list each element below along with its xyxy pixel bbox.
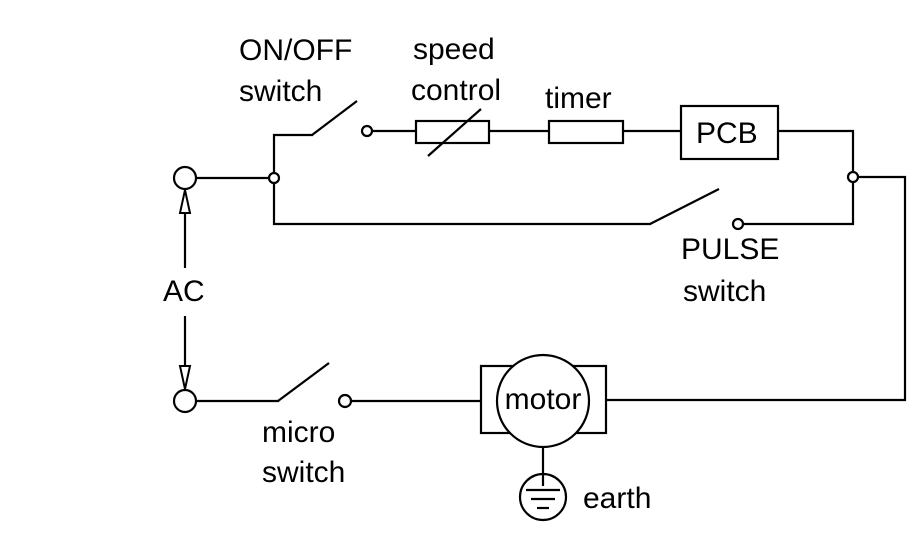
ac-terminal-top: [172, 165, 198, 191]
wire-junction-to-onoff: [272, 133, 314, 174]
labels: ON/OFF switch speed control timer PCB PU…: [163, 33, 779, 515]
micro-switch-contact: [337, 393, 353, 409]
ac-terminal-bottom: [172, 388, 198, 414]
wire-junction-to-pulse: [272, 182, 652, 226]
speed-label-line1: speed: [413, 33, 495, 66]
speed-control: [414, 108, 491, 157]
earth-symbol: [518, 472, 568, 522]
speed-control-resistor: [414, 119, 491, 145]
pulse-switch-blade: [649, 188, 720, 225]
pulse-switch: [649, 188, 745, 231]
onoff-label-line2: switch: [239, 75, 322, 108]
motor-icon: [495, 353, 591, 449]
pulse-label-line1: PULSE: [681, 233, 779, 266]
wires: [195, 129, 907, 476]
speed-label-line2: control: [411, 74, 501, 107]
onoff-switch-blade: [311, 100, 358, 136]
motor: [479, 353, 608, 449]
junction-left: [267, 171, 281, 185]
micro-label-line1: micro: [262, 416, 335, 449]
pulse-label-line2: switch: [683, 275, 766, 308]
ac-arrow-down-icon: [178, 365, 192, 390]
pulse-switch-contact: [731, 217, 745, 231]
pcb-box: [679, 104, 780, 161]
wire-pcb-to-right-junction: [776, 129, 855, 173]
ac-source: [172, 165, 198, 414]
onoff-switch-contact: [360, 124, 374, 138]
ac-arrow-up-icon: [178, 189, 192, 214]
speed-control-adjust-arrow: [427, 108, 482, 157]
junction-right: [846, 170, 860, 184]
micro-label-line2: switch: [262, 456, 345, 489]
wire-pulse-to-right-junction: [742, 181, 855, 226]
timer-label: timer: [545, 82, 612, 115]
timer-resistor: [547, 119, 625, 145]
pcb-label: PCB: [696, 117, 758, 150]
motor-label: motor: [505, 383, 582, 416]
onoff-switch: [311, 100, 374, 138]
ac-label: AC: [163, 275, 205, 308]
micro-switch-blade: [277, 362, 330, 402]
onoff-label-line1: ON/OFF: [239, 34, 352, 67]
micro-switch: [277, 362, 353, 409]
wire-right-rail-to-motor: [604, 175, 907, 402]
earth-label: earth: [583, 482, 651, 515]
